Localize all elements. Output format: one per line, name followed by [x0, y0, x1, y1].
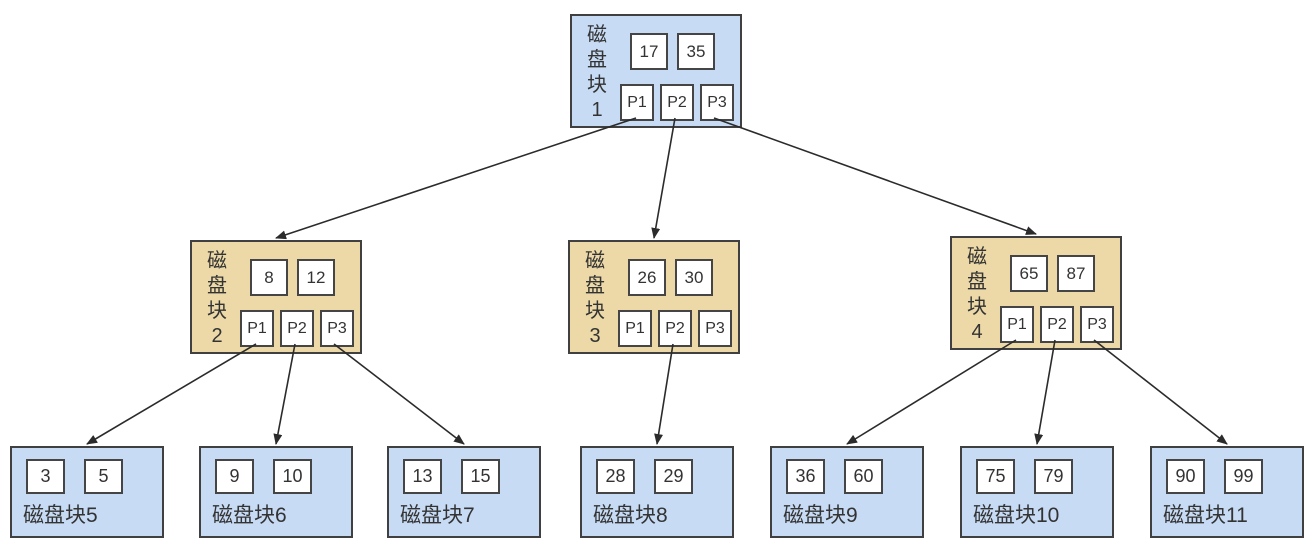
pointer-box: P1 [240, 310, 274, 347]
node-label: 磁盘块11 [1163, 504, 1248, 527]
pointer-box: P1 [618, 310, 652, 347]
key-box: 13 [403, 459, 442, 494]
node-label: 磁盘块7 [400, 504, 475, 527]
key-box: 3 [26, 459, 65, 494]
key-box: 60 [844, 459, 883, 494]
edge-arrow-block1-P1-to-block2 [275, 117, 637, 240]
key-box: 35 [677, 33, 715, 70]
key-box: 12 [297, 259, 335, 296]
key-row: 28 29 [596, 459, 693, 494]
pointer-box: P2 [660, 84, 694, 121]
key-box: 30 [675, 259, 713, 296]
edge-arrow-block3-P2-to-block8 [654, 343, 674, 445]
pointer-box: P3 [700, 84, 734, 121]
pointer-box: P3 [320, 310, 354, 347]
key-box: 65 [1010, 255, 1048, 292]
node-label: 磁盘块8 [593, 504, 668, 527]
disk-block-node-block11: 90 99 磁盘块11 [1150, 446, 1304, 538]
node-label: 磁盘块4 [967, 246, 987, 343]
pointer-box: P2 [658, 310, 692, 347]
key-row: 36 60 [786, 459, 883, 494]
node-label: 磁盘块5 [23, 504, 98, 527]
key-box: 29 [654, 459, 693, 494]
disk-block-node-block7: 13 15 磁盘块7 [387, 446, 541, 538]
edge-arrow-block4-P3-to-block11 [1093, 339, 1228, 445]
key-box: 5 [84, 459, 123, 494]
edge-arrow-block4-P2-to-block10 [1034, 339, 1056, 445]
pointer-box: P3 [698, 310, 732, 347]
pointer-box: P2 [1040, 306, 1074, 343]
key-box: 9 [215, 459, 254, 494]
key-row: 90 99 [1166, 459, 1263, 494]
node-label: 磁盘块10 [973, 504, 1060, 527]
key-box: 36 [786, 459, 825, 494]
key-box: 87 [1057, 255, 1095, 292]
edge-arrow-block1-P2-to-block3 [651, 117, 676, 239]
key-box: 28 [596, 459, 635, 494]
key-box: 15 [461, 459, 500, 494]
key-box: 17 [630, 33, 668, 70]
disk-block-node-block6: 9 10 磁盘块6 [199, 446, 353, 538]
disk-block-node-block9: 36 60 磁盘块9 [770, 446, 924, 538]
disk-block-node-block8: 28 29 磁盘块8 [580, 446, 734, 538]
pointer-box: P1 [620, 84, 654, 121]
node-label: 磁盘块2 [207, 250, 227, 347]
node-label: 磁盘块3 [585, 250, 605, 347]
pointer-box: P1 [1000, 306, 1034, 343]
key-box: 99 [1224, 459, 1263, 494]
node-label: 磁盘块9 [783, 504, 858, 527]
pointer-box: P3 [1080, 306, 1114, 343]
edge-arrow-block2-P3-to-block7 [333, 343, 465, 445]
edge-arrow-block4-P1-to-block9 [846, 339, 1017, 445]
key-row: 75 79 [976, 459, 1073, 494]
edge-arrow-block1-P3-to-block4 [713, 117, 1037, 235]
key-box: 26 [628, 259, 666, 296]
key-box: 79 [1034, 459, 1073, 494]
pointer-box: P2 [280, 310, 314, 347]
node-label: 磁盘块1 [587, 24, 607, 121]
node-label: 磁盘块6 [212, 504, 287, 527]
key-box: 8 [250, 259, 288, 296]
edge-arrow-block2-P1-to-block5 [86, 343, 257, 445]
key-box: 10 [273, 459, 312, 494]
key-box: 90 [1166, 459, 1205, 494]
key-row: 9 10 [215, 459, 312, 494]
key-box: 75 [976, 459, 1015, 494]
key-row: 13 15 [403, 459, 500, 494]
disk-block-node-block10: 75 79 磁盘块10 [960, 446, 1114, 538]
edge-arrow-block2-P2-to-block6 [273, 343, 296, 445]
